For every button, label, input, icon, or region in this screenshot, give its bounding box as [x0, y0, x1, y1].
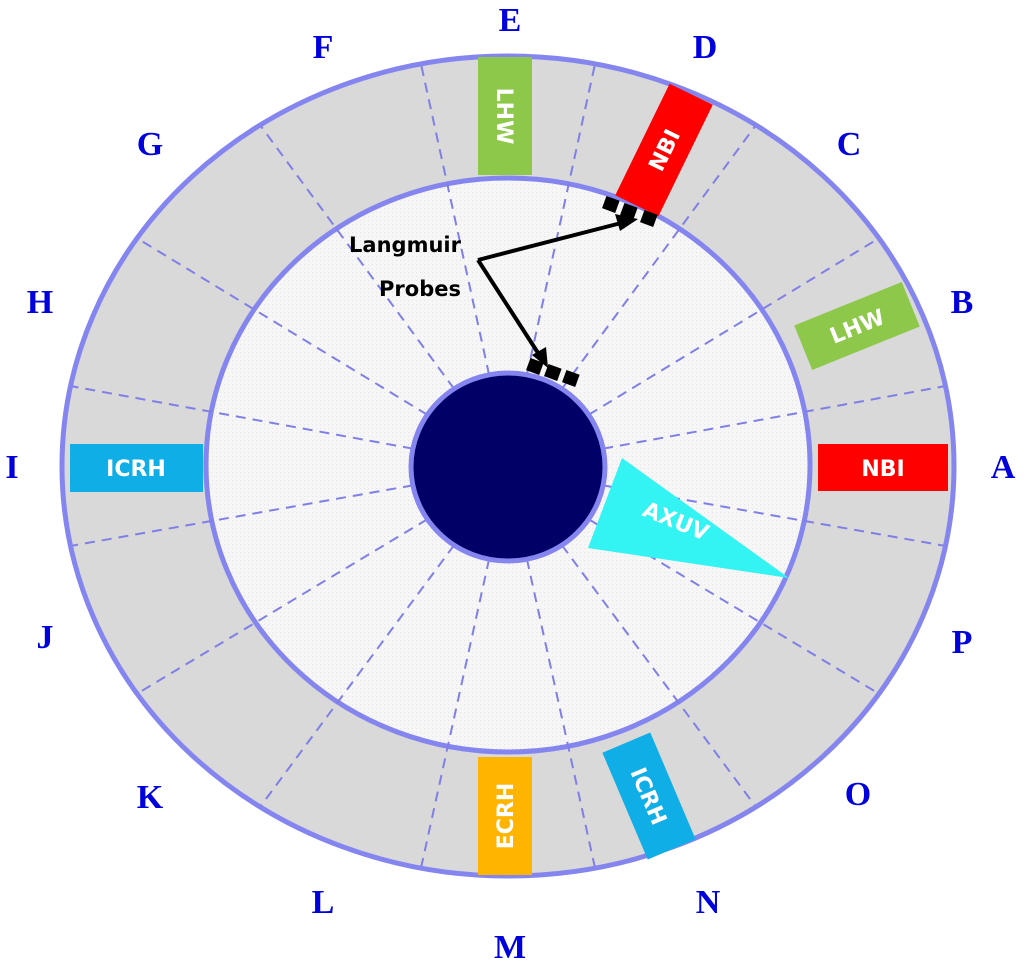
sector-label-l: L	[312, 884, 335, 921]
sector-label-c: C	[837, 126, 862, 163]
sector-label-m: M	[494, 929, 526, 965]
port-icrh-n: ICRH	[602, 732, 696, 860]
port-lhw-b: LHW	[794, 282, 920, 370]
sector-divider-line	[602, 385, 944, 450]
port-lhw-e: LHW	[478, 57, 532, 175]
probe-arrows	[476, 220, 626, 358]
svg-text:LHW: LHW	[491, 88, 516, 145]
arrowhead-icon	[532, 347, 548, 368]
sector-divider-line	[260, 126, 455, 390]
port-icrh-i: ICRH	[70, 444, 203, 492]
svg-text:ECRH: ECRH	[494, 783, 519, 850]
sector-label-d: D	[693, 29, 718, 66]
sector-label-o: O	[845, 776, 871, 813]
arrowhead-icon	[615, 214, 638, 231]
svg-text:NBI: NBI	[861, 457, 904, 482]
probes-label-line1: Langmuir	[349, 233, 462, 257]
sector-divider-line	[72, 484, 414, 547]
sector-divider-line	[260, 544, 455, 806]
sector-divider-line	[561, 126, 756, 390]
sector-label-n: N	[696, 884, 721, 921]
sector-divider-line	[72, 385, 414, 450]
sector-divider-line	[588, 238, 878, 416]
port-ecrh-m: ECRH	[478, 757, 532, 875]
sector-divider-line	[561, 544, 756, 806]
sector-label-f: F	[313, 29, 334, 66]
probes-label-line2: Probes	[379, 277, 461, 301]
sector-label-j: J	[37, 619, 54, 656]
port-nbi-d: NBI	[615, 83, 713, 217]
port-nbi-a: NBI	[818, 444, 948, 491]
central-core	[408, 370, 608, 564]
sector-label-k: K	[137, 779, 164, 816]
sector-label-g: G	[137, 126, 163, 163]
sector-label-i: I	[5, 449, 18, 486]
sector-divider-line	[420, 558, 491, 867]
sector-label-h: H	[27, 284, 53, 321]
sector-label-p: P	[952, 624, 973, 661]
sector-divider-line	[525, 65, 596, 376]
sector-divider-line	[525, 558, 596, 867]
sector-divider-line	[138, 518, 428, 694]
svg-text:ICRH: ICRH	[106, 457, 166, 482]
probe-cluster-core	[526, 357, 580, 387]
sector-divider-line	[138, 238, 428, 416]
axuv-fan	[588, 458, 789, 578]
sector-divider-line	[420, 65, 491, 376]
sector-label-e: E	[499, 2, 522, 39]
probe-cluster-edge	[602, 195, 658, 227]
sector-label-a: A	[991, 449, 1016, 486]
sector-label-b: B	[951, 284, 974, 321]
